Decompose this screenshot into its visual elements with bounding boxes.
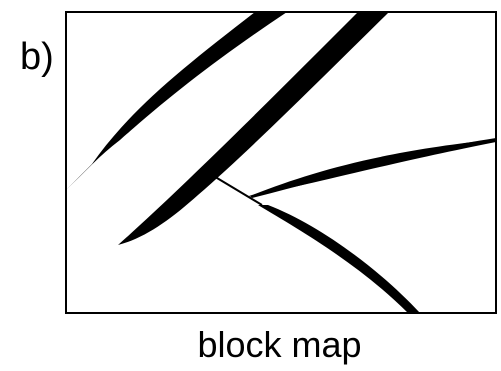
caption: block map [0,327,501,363]
map-frame [66,12,496,313]
